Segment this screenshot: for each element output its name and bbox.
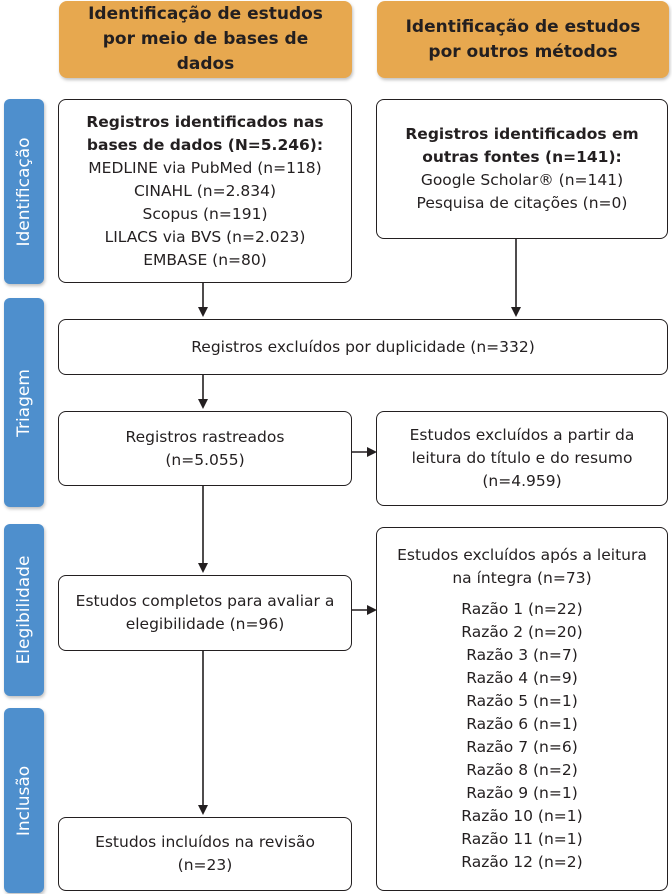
phase-identification: Identificação (4, 99, 44, 284)
excluded-title-line1: Estudos excluídos a partir da (409, 426, 635, 444)
exclusion-reason: Razão 1 (n=22) (461, 600, 583, 618)
box-excluded-title-abstract: Estudos excluídos a partir da leitura do… (376, 411, 668, 506)
other-sources-list: Google Scholar® (n=141) Pesquisa de cita… (417, 169, 628, 215)
other-source-item: Google Scholar® (n=141) (420, 171, 624, 189)
phase-eligibility: Elegibilidade (4, 524, 44, 696)
database-item: MEDLINE via PubMed (n=118) (88, 158, 322, 177)
header-other-methods: Identificação de estudos por outros méto… (377, 1, 669, 78)
box-excluded-full-text: Estudos excluídos após a leitura na ínte… (376, 527, 668, 891)
exclusion-reason: Razão 7 (n=6) (466, 738, 578, 756)
exclusion-reason: Razão 12 (n=2) (461, 853, 583, 871)
database-records-title: Registros identificados nas bases de dad… (86, 112, 324, 154)
exclusion-reason: Razão 8 (n=2) (466, 761, 578, 779)
database-item: LILACS via BVS (n=2.023) (104, 227, 306, 246)
header-databases: Identificação de estudos por meio de bas… (59, 1, 352, 78)
header-other-methods-text: Identificação de estudos por outros méto… (405, 16, 641, 62)
exclusion-reason: Razão 9 (n=1) (466, 784, 578, 802)
database-item: EMBASE (n=80) (143, 250, 267, 269)
database-item: Scopus (n=191) (142, 204, 268, 223)
exclusion-reason: Razão 4 (n=9) (466, 669, 578, 687)
box-duplicates-removed: Registros excluídos por duplicidade (n=3… (58, 319, 668, 375)
other-source-item: Pesquisa de citações (n=0) (416, 194, 628, 212)
exclusion-reason: Razão 6 (n=1) (466, 715, 578, 733)
excluded-title-line3: (n=4.959) (482, 472, 562, 490)
box-studies-included: Estudos incluídos na revisão (n=23) (58, 817, 352, 891)
exclusion-reason: Razão 3 (n=7) (466, 646, 578, 664)
phase-screening: Triagem (4, 298, 44, 507)
box-database-records: Registros identificados nas bases de dad… (58, 99, 352, 283)
box-other-records: Registros identificados em outras fontes… (376, 99, 668, 239)
included-line1: Estudos incluídos na revisão (95, 833, 315, 851)
duplicates-text: Registros excluídos por duplicidade (n=3… (191, 337, 535, 356)
screened-line1: Registros rastreados (125, 427, 285, 446)
exclusion-reason: Razão 10 (n=1) (461, 807, 583, 825)
full-text-line1: Estudos completos para avaliar a (75, 592, 335, 610)
phase-inclusion: Inclusão (4, 708, 44, 893)
other-records-title: Registros identificados em outras fontes… (405, 125, 639, 166)
box-records-screened: Registros rastreados (n=5.055) (58, 411, 352, 486)
database-list: MEDLINE via PubMed (n=118) CINAHL (n=2.8… (88, 157, 321, 272)
exclusion-reasons-list: Razão 1 (n=22) Razão 2 (n=20) Razão 3 (n… (461, 598, 582, 874)
exclusion-reason: Razão 11 (n=1) (461, 830, 583, 848)
full-text-line2: elegibilidade (n=96) (125, 615, 285, 633)
database-item: CINAHL (n=2.834) (133, 181, 277, 200)
header-databases-text: Identificação de estudos por meio de bas… (88, 4, 323, 74)
box-full-text-assessed: Estudos completos para avaliar a elegibi… (58, 575, 352, 651)
exclusion-reason: Razão 5 (n=1) (466, 692, 578, 710)
included-line2: (n=23) (177, 856, 233, 874)
excluded-full-line1: Estudos excluídos após a leitura (397, 546, 647, 564)
excluded-full-line2: na íntegra (n=73) (452, 569, 592, 587)
exclusion-reason: Razão 2 (n=20) (461, 623, 583, 641)
excluded-title-line2: leitura do título e do resumo (411, 449, 633, 467)
screened-line2: (n=5.055) (165, 450, 245, 469)
